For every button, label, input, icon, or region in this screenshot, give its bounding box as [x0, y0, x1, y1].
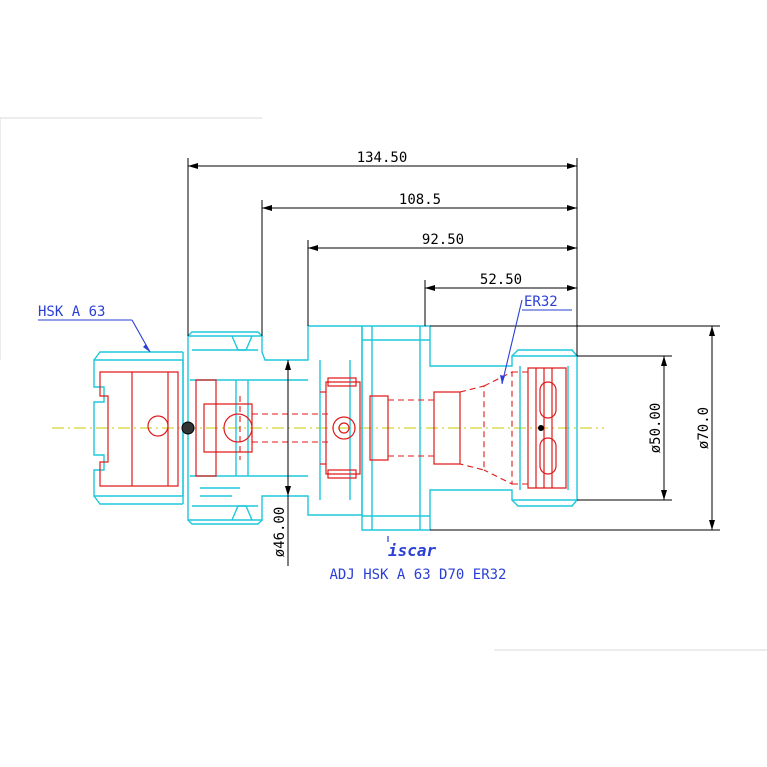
callout-collet: ER32 — [524, 294, 558, 310]
part-description: ADJ HSK A 63 D70 ER32 — [329, 567, 506, 583]
dim-gauge-length: 108.5 — [399, 192, 441, 208]
internal-parts — [99, 367, 567, 489]
gauge-point-icon — [181, 421, 195, 435]
dim-diameter-nose: ø50.00 — [648, 403, 664, 454]
dimension-lines — [187, 158, 720, 566]
dim-nose-length: 52.50 — [480, 272, 522, 288]
dim-diameter-body: ø70.0 — [696, 407, 712, 449]
logo-text: iscar — [388, 541, 437, 560]
iscar-logo: iscar — [387, 536, 437, 560]
sheet-frame — [0, 117, 767, 651]
callout-leaders — [38, 299, 572, 385]
dim-diameter-flange: ø46.00 — [272, 507, 288, 558]
callout-shank: HSK A 63 — [38, 304, 105, 320]
dim-overall-length: 134.50 — [357, 150, 408, 166]
tool-point-icon — [538, 425, 544, 431]
dim-body-length: 92.50 — [422, 232, 464, 248]
